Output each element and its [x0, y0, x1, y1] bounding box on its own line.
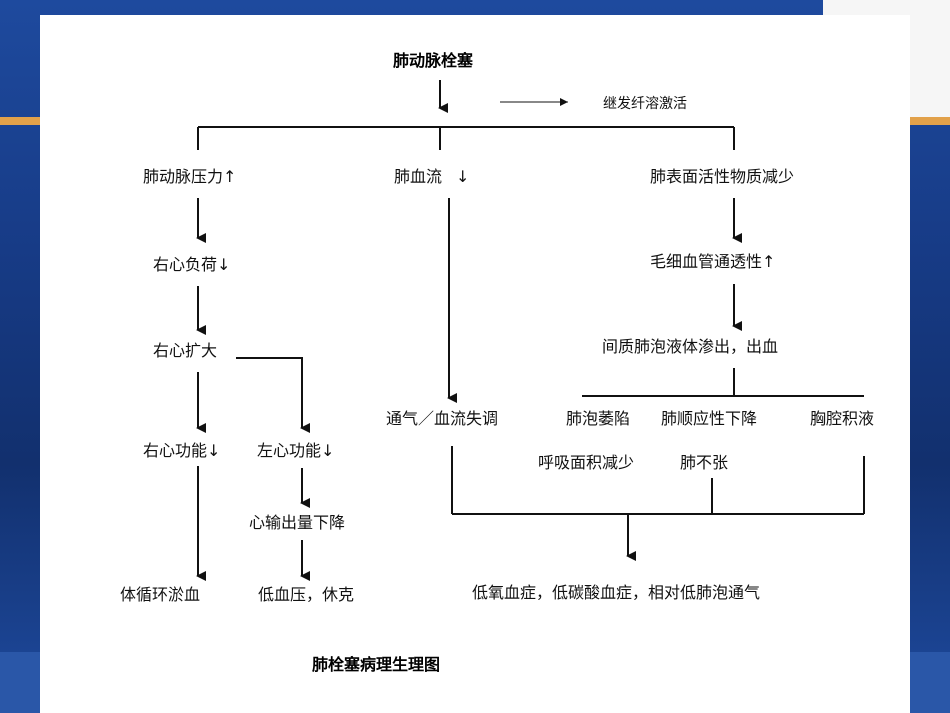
up-arrow-icon: ↑ [762, 252, 775, 271]
node-hypotension: 低血压，休克 [258, 585, 354, 604]
node-rv-function: 右心功能↓ [143, 441, 220, 460]
node-vq-mismatch: 通气／血流失调 [386, 409, 498, 428]
connectors [196, 80, 865, 581]
node-rv-dilate: 右心扩大 [153, 341, 217, 360]
node-pleural-effusion: 胸腔积液 [810, 409, 874, 428]
arrow-dilate-lvfn [236, 357, 310, 433]
side-note: 继发纤溶激活 [603, 95, 687, 112]
accent-bar-left [0, 117, 40, 125]
node-interstitial: 间质肺泡液体渗出，出血 [602, 337, 778, 356]
node-cardiac-output: 心输出量下降 [249, 513, 345, 532]
node-resp-area: 呼吸面积减少 [538, 453, 634, 472]
node-rv-afterload: 右心负荷↓ [153, 255, 230, 274]
up-arrow-icon: ↑ [223, 167, 236, 186]
node-alveolar-collapse: 肺泡萎陷 [566, 409, 630, 428]
diagram-panel [40, 15, 910, 713]
node-lv-function: 左心功能↓ [257, 441, 334, 460]
down-arrow-icon: ↓ [456, 167, 469, 186]
down-arrow-icon: ↓ [207, 441, 220, 460]
node-surfactant: 肺表面活性物质减少 [650, 167, 794, 186]
accent-bar-right [910, 117, 950, 125]
node-capillary: 毛细血管通透性↑ [650, 252, 775, 271]
diagram-title: 肺动脉栓塞 [393, 51, 474, 70]
down-arrow-icon: ↓ [321, 441, 334, 460]
node-lung-flow: 肺血流↓ [394, 167, 469, 186]
node-systemic-congestion: 体循环淤血 [120, 585, 200, 604]
node-atelectasis: 肺不张 [680, 453, 728, 472]
node-pa-pressure: 肺动脉压力↑ [143, 167, 236, 186]
node-hypoxemia: 低氧血症，低碳酸血症，相对低肺泡通气 [472, 583, 760, 602]
diagram-panel-bottom [40, 652, 910, 713]
diagram-caption: 肺栓塞病理生理图 [312, 655, 440, 674]
down-arrow-icon: ↓ [217, 255, 230, 274]
node-compliance: 肺顺应性下降 [661, 409, 757, 428]
